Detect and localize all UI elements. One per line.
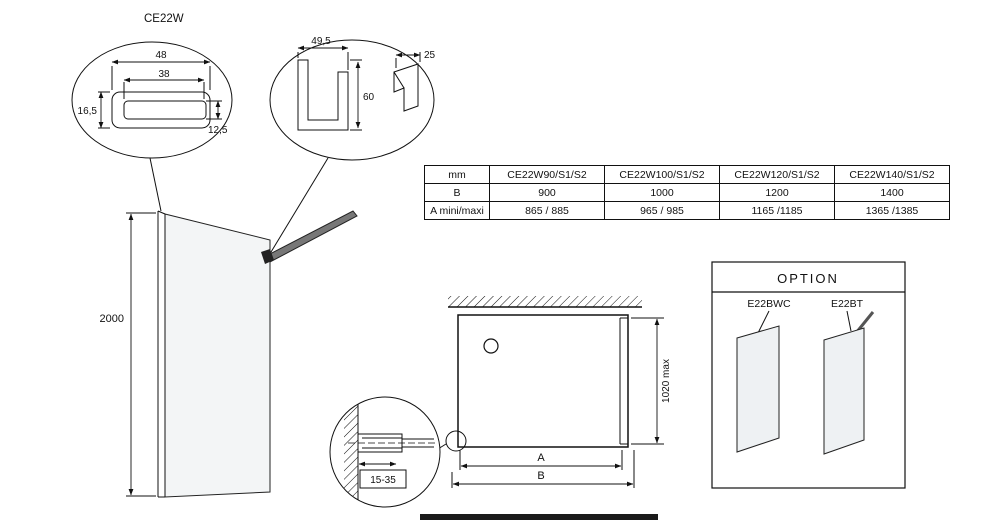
option-item-e22bwc: E22BWC (747, 298, 791, 310)
shower-tray (457, 314, 629, 448)
svg-text:2000: 2000 (100, 313, 124, 325)
cell-value: 1400 (834, 183, 950, 202)
dim-bracket-width: 49,5 (297, 36, 349, 70)
cell-value: 965 / 985 (604, 201, 720, 220)
option-item-e22bt: E22BT (831, 298, 864, 310)
adjustment-detail: 15-35 (329, 396, 441, 508)
profile-inner-slot (123, 100, 207, 120)
table-col-header: CE22W90/S1/S2 (489, 165, 605, 184)
table-row-a: A mini/maxi 865 / 885 965 / 985 1165 /11… (424, 201, 950, 220)
svg-text:15-35: 15-35 (370, 475, 396, 486)
svg-text:16,5: 16,5 (78, 106, 98, 117)
dim-panel-height: 2000 (100, 212, 156, 497)
svg-text:A: A (537, 452, 545, 464)
detail-bracket-callout: 49,5 60 25 (267, 36, 436, 258)
wall-hatching (344, 402, 358, 502)
bracket-3d-edge (393, 71, 405, 89)
drain-hole (483, 338, 499, 354)
cell-value: 1365 /1385 (834, 201, 950, 220)
svg-text:B: B (537, 470, 544, 482)
svg-text:38: 38 (158, 69, 170, 80)
wall-hatching (448, 296, 642, 307)
callout-bubble (71, 41, 233, 159)
cropped-bottom-artifact (420, 514, 658, 520)
support-bar-fitting (261, 249, 274, 264)
leader-e22bwc (757, 310, 770, 334)
dim-b: B (451, 450, 635, 488)
svg-text:25: 25 (424, 50, 436, 61)
table-header-row: mm CE22W90/S1/S2 CE22W100/S1/S2 CE22W120… (424, 165, 950, 184)
option-box: OPTION E22BWC E22BT (711, 261, 906, 489)
detail-profile-callout: CE22W 48 38 16,5 (71, 13, 233, 212)
cell-value: 1165 /1185 (719, 201, 835, 220)
callout-leader-line (149, 157, 162, 212)
model-title: CE22W (144, 13, 184, 25)
callout-leader-line (267, 157, 329, 258)
detail-bubble (329, 396, 441, 508)
row-label: B (424, 183, 490, 202)
detail-marker (445, 430, 467, 452)
svg-text:48: 48 (155, 50, 167, 61)
leader-e22bt (846, 310, 852, 332)
dim-bracket-depth: 25 (395, 50, 436, 68)
svg-text:12,5: 12,5 (208, 125, 228, 136)
table-col-header: CE22W100/S1/S2 (604, 165, 720, 184)
table-col-header: CE22W140/S1/S2 (834, 165, 950, 184)
dim-bracket-height: 60 (350, 59, 375, 131)
svg-text:1020 max: 1020 max (661, 359, 672, 403)
svg-text:49,5: 49,5 (311, 36, 331, 47)
cell-value: 900 (489, 183, 605, 202)
option-panel-e22bt (823, 327, 865, 455)
plan-view: 1020 max A B (437, 296, 672, 488)
cell-value: 865 / 885 (489, 201, 605, 220)
svg-text:60: 60 (363, 92, 375, 103)
glass-panel (164, 213, 271, 498)
dim-adjust-range: 15-35 (358, 461, 407, 489)
dim-a: A (459, 450, 623, 470)
option-title: OPTION (777, 271, 839, 286)
size-table: mm CE22W90/S1/S2 CE22W100/S1/S2 CE22W120… (424, 165, 950, 220)
table-col-header: CE22W120/S1/S2 (719, 165, 835, 184)
dim-height-right: 12,5 (206, 100, 228, 136)
row-label: A mini/maxi (424, 201, 490, 220)
dim-panel-length: 1020 max (631, 317, 672, 445)
callout-bubble (269, 39, 435, 161)
cell-value: 1200 (719, 183, 835, 202)
option-panel-e22bwc (736, 325, 780, 453)
table-unit-header: mm (424, 165, 490, 184)
dim-width-outer: 48 (111, 50, 211, 90)
dim-height-left: 16,5 (78, 91, 110, 129)
bracket-3d-shape (393, 63, 419, 112)
elevation-view: 2000 (100, 210, 358, 498)
table-row-b: B 900 1000 1200 1400 (424, 183, 950, 202)
bracket-profile-shape (297, 59, 349, 131)
cell-value: 1000 (604, 183, 720, 202)
support-bar (265, 210, 358, 263)
dim-width-inner: 38 (123, 69, 205, 99)
